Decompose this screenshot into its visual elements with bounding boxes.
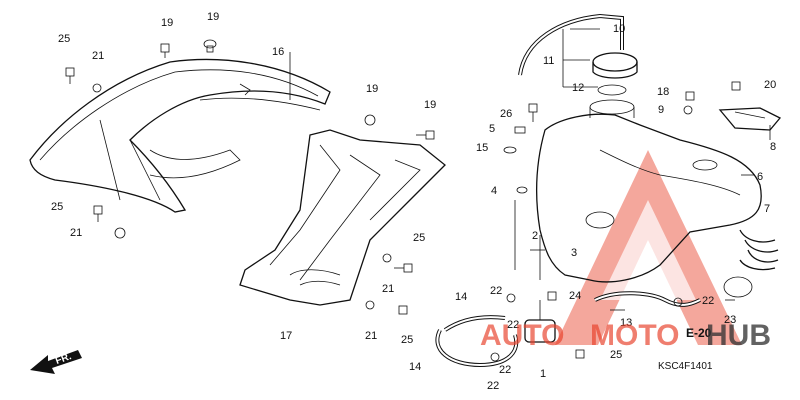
callout-25: 25 bbox=[401, 334, 413, 346]
callout-13: 13 bbox=[620, 317, 632, 329]
callout-10: 10 bbox=[613, 23, 625, 35]
callout-25: 25 bbox=[413, 232, 425, 244]
callout-11: 11 bbox=[543, 55, 554, 67]
callout-22: 22 bbox=[487, 380, 499, 392]
callout-23: 23 bbox=[724, 314, 736, 326]
callout-22: 22 bbox=[499, 364, 511, 376]
front-direction-arrow: FR. bbox=[30, 350, 82, 374]
reference-label: E-20 bbox=[686, 326, 712, 340]
callout-9: 9 bbox=[658, 104, 664, 116]
callout-17: 17 bbox=[280, 330, 292, 342]
callout-12: 12 bbox=[572, 82, 584, 94]
callout-22: 22 bbox=[490, 285, 502, 297]
callout-26: 26 bbox=[500, 108, 512, 120]
hose-clip-23 bbox=[723, 276, 753, 298]
callout-16: 16 bbox=[272, 46, 284, 58]
leader-lines bbox=[289, 28, 771, 311]
callout-22: 22 bbox=[702, 295, 714, 307]
watermark-triangle-inner bbox=[600, 200, 696, 300]
callout-6: 6 bbox=[757, 171, 763, 183]
diagram-code: KSC4F1401 bbox=[658, 361, 713, 372]
callout-19: 19 bbox=[366, 83, 378, 95]
callout-8: 8 bbox=[770, 141, 776, 153]
callout-1: 1 bbox=[540, 368, 546, 380]
fuel-tank bbox=[536, 99, 762, 283]
fuel-valve bbox=[514, 200, 556, 343]
callout-20: 20 bbox=[764, 79, 776, 91]
callout-19: 19 bbox=[424, 99, 436, 111]
right-radiator-shroud bbox=[239, 129, 446, 306]
callout-5: 5 bbox=[489, 123, 495, 135]
watermark-text: AUTO MOTO HUB bbox=[480, 319, 771, 352]
callout-7: 7 bbox=[764, 203, 770, 215]
callout-21: 21 bbox=[365, 330, 377, 342]
callout-4: 4 bbox=[491, 185, 497, 197]
setting-plate bbox=[718, 107, 782, 131]
tank-rubber-mounts bbox=[739, 229, 779, 271]
callout-2: 2 bbox=[532, 230, 538, 242]
callout-21: 21 bbox=[70, 227, 82, 239]
callout-3: 3 bbox=[571, 247, 577, 259]
bolts bbox=[65, 39, 741, 362]
callout-labels: 25 19 19 21 16 19 19 25 21 25 21 21 25 1… bbox=[51, 11, 776, 392]
direction-label: FR. bbox=[54, 351, 73, 367]
watermark-moto: MOTO bbox=[590, 319, 679, 352]
callout-18: 18 bbox=[657, 86, 669, 98]
callout-25: 25 bbox=[51, 201, 63, 213]
callout-19: 19 bbox=[161, 17, 173, 29]
watermark-auto: AUTO bbox=[480, 319, 564, 352]
fuel-cap bbox=[592, 52, 638, 96]
callout-25: 25 bbox=[58, 33, 70, 45]
callout-15: 15 bbox=[476, 142, 488, 154]
callout-14: 14 bbox=[409, 361, 421, 373]
callout-25: 25 bbox=[610, 349, 622, 361]
left-radiator-shroud bbox=[29, 58, 331, 213]
fuel-hose-14 bbox=[435, 315, 519, 368]
callout-19: 19 bbox=[207, 11, 219, 23]
watermark-logo bbox=[555, 150, 742, 345]
reference-e20: E-20 bbox=[686, 326, 712, 340]
callout-24: 24 bbox=[569, 290, 581, 302]
callout-21: 21 bbox=[382, 283, 394, 295]
breather-hose bbox=[518, 13, 624, 76]
callout-22: 22 bbox=[507, 319, 519, 331]
fuel-hose-13 bbox=[594, 291, 701, 307]
callout-14: 14 bbox=[455, 291, 467, 303]
watermark-hub: HUB bbox=[706, 319, 771, 352]
callout-21: 21 bbox=[92, 50, 104, 62]
